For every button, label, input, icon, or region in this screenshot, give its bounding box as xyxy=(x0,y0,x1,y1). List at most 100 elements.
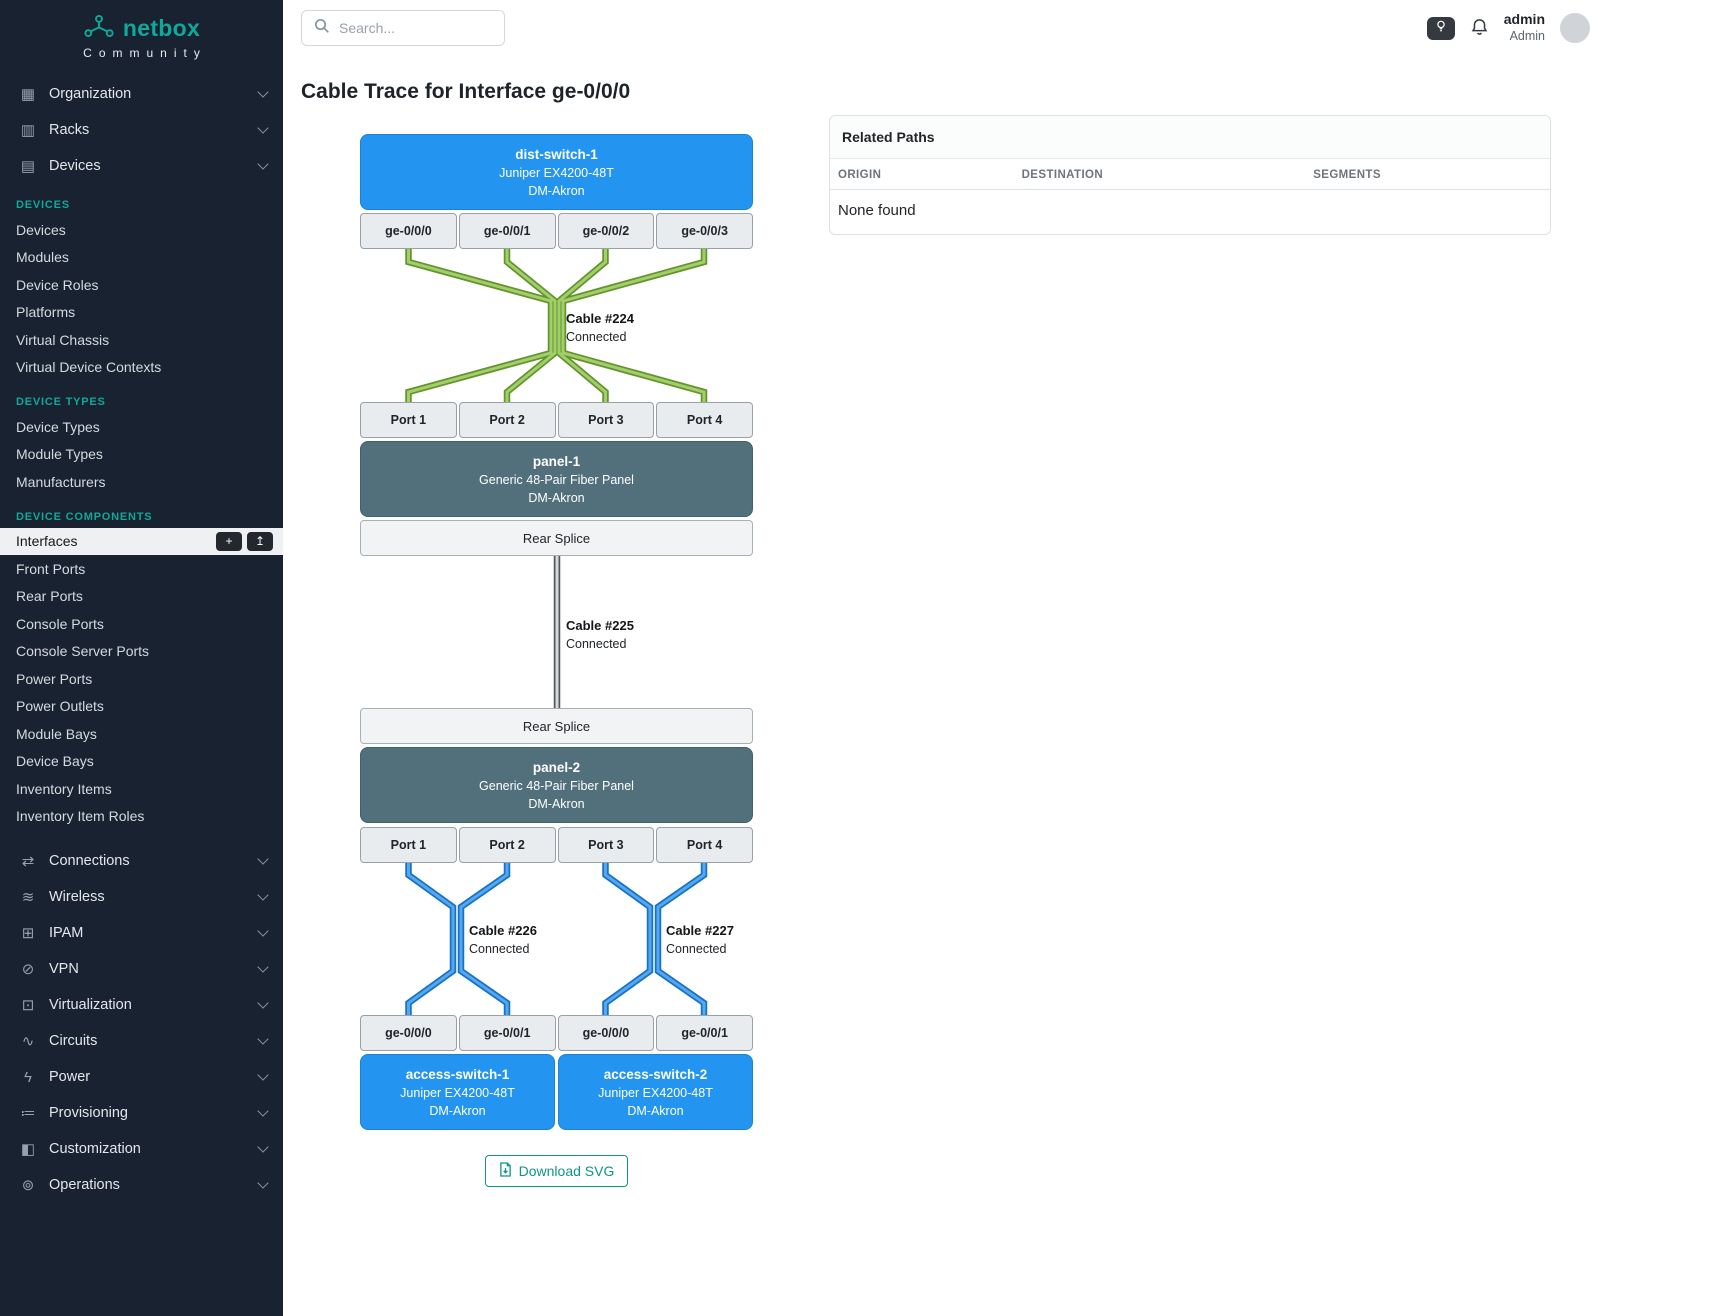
port-2[interactable]: Port 2 xyxy=(458,827,556,863)
cable-226-label[interactable]: Cable #226 Connected xyxy=(469,923,537,956)
sidebar-item-device-types[interactable]: Device Types xyxy=(16,418,100,435)
port-ge-0-0-0[interactable]: ge-0/0/0 xyxy=(557,1015,655,1051)
port-ge-0-0-2[interactable]: ge-0/0/2 xyxy=(557,213,655,249)
device-node-access-switch-2[interactable]: access-switch-2 Juniper EX4200-48T DM-Ak… xyxy=(558,1054,753,1130)
download-svg-button[interactable]: Download SVG xyxy=(484,1155,629,1187)
device-name: access-switch-2 xyxy=(603,1066,708,1082)
theme-toggle-button[interactable] xyxy=(1426,16,1455,40)
notifications-button[interactable] xyxy=(1470,17,1489,40)
sidebar-item-platforms[interactable]: Platforms xyxy=(16,304,76,321)
sidebar-item-device-bays[interactable]: Device Bays xyxy=(16,753,94,770)
port-3[interactable]: Port 3 xyxy=(557,827,655,863)
main-area: admin Admin Cable Trace for Interface ge… xyxy=(283,0,1733,1225)
file-download-icon xyxy=(499,1162,512,1180)
group-label: Circuits xyxy=(49,1033,98,1049)
search-box xyxy=(301,10,505,46)
port-ge-0-0-1[interactable]: ge-0/0/1 xyxy=(458,213,556,249)
port-2[interactable]: Port 2 xyxy=(458,402,556,438)
sidebar-item-modules[interactable]: Modules xyxy=(16,249,69,266)
device-site: DM-Akron xyxy=(429,1103,486,1118)
sidebar-item-device-roles[interactable]: Device Roles xyxy=(16,276,99,293)
search-icon xyxy=(313,17,330,39)
port-ge-0-0-3[interactable]: ge-0/0/3 xyxy=(656,213,753,249)
group-label: Organization xyxy=(49,86,132,102)
chevron-down-icon xyxy=(257,1141,269,1153)
panel-2-rear-splice[interactable]: Rear Splice xyxy=(360,708,753,744)
user-menu[interactable]: admin Admin xyxy=(1504,11,1545,44)
sidebar-item-module-types[interactable]: Module Types xyxy=(16,446,103,463)
port-4[interactable]: Port 4 xyxy=(656,827,753,863)
chevron-down-icon xyxy=(257,122,269,134)
port-ge-0-0-1[interactable]: ge-0/0/1 xyxy=(458,1015,556,1051)
cable-224-label[interactable]: Cable #224 Connected xyxy=(566,311,634,344)
sidebar-group-wireless[interactable]: ≋ Wireless xyxy=(0,879,283,915)
sidebar-group-circuits[interactable]: ∿ Circuits xyxy=(0,1023,283,1059)
chevron-down-icon xyxy=(257,1033,269,1045)
sidebar-item-console-ports[interactable]: Console Ports xyxy=(16,615,104,632)
sidebar-group-virtualization[interactable]: ⊡ Virtualization xyxy=(0,987,283,1023)
sidebar-group-power[interactable]: ϟ Power xyxy=(0,1059,283,1095)
sidebar-item-virtual-device-contexts[interactable]: Virtual Device Contexts xyxy=(16,359,162,376)
cable-trace-diagram: dist-switch-1 Juniper EX4200-48T DM-Akro… xyxy=(301,115,1071,1225)
device-site: DM-Akron xyxy=(528,183,585,198)
sidebar-item-inventory-items[interactable]: Inventory Items xyxy=(16,780,112,797)
sidebar-item-front-ports[interactable]: Front Ports xyxy=(16,560,86,577)
sidebar-item-virtual-chassis[interactable]: Virtual Chassis xyxy=(16,331,110,348)
cable-227-label[interactable]: Cable #227 Connected xyxy=(666,923,734,956)
page-content: Cable Trace for Interface ge-0/0/0 xyxy=(283,56,1733,1225)
sidebar-item-interfaces[interactable]: Interfaces + ↥ xyxy=(0,527,283,555)
sidebar-item-module-bays[interactable]: Module Bays xyxy=(16,725,97,742)
sidebar-group-connections[interactable]: ⇄ Connections xyxy=(0,843,283,879)
port-1[interactable]: Port 1 xyxy=(360,827,457,863)
search-input[interactable] xyxy=(339,20,493,36)
port-3[interactable]: Port 3 xyxy=(557,402,655,438)
panel-1-rear-splice[interactable]: Rear Splice xyxy=(360,520,753,556)
panel-2-front-ports: Port 1 Port 2 Port 3 Port 4 xyxy=(360,827,753,863)
device-model: Generic 48-Pair Fiber Panel xyxy=(479,472,634,487)
sidebar-item-rear-ports[interactable]: Rear Ports xyxy=(16,588,83,605)
sidebar-group-operations[interactable]: ⊚ Operations xyxy=(0,1167,283,1203)
brand[interactable]: netbox Community xyxy=(0,0,283,68)
cable-226-path[interactable] xyxy=(405,863,511,1015)
sidebar-item-console-server-ports[interactable]: Console Server Ports xyxy=(16,643,150,660)
device-model: Juniper EX4200-48T xyxy=(598,1085,713,1100)
device-node-panel-1[interactable]: panel-1 Generic 48-Pair Fiber Panel DM-A… xyxy=(360,441,753,517)
cable-224-path[interactable] xyxy=(405,249,708,402)
sidebar-item-power-ports[interactable]: Power Ports xyxy=(16,670,93,687)
device-node-dist-switch-1[interactable]: dist-switch-1 Juniper EX4200-48T DM-Akro… xyxy=(360,134,753,210)
avatar[interactable] xyxy=(1560,13,1590,43)
sidebar-item-power-outlets[interactable]: Power Outlets xyxy=(16,698,104,715)
port-4[interactable]: Port 4 xyxy=(656,402,753,438)
sidebar-group-provisioning[interactable]: ≔ Provisioning xyxy=(0,1095,283,1131)
port-ge-0-0-0[interactable]: ge-0/0/0 xyxy=(360,1015,457,1051)
device-node-panel-2[interactable]: panel-2 Generic 48-Pair Fiber Panel DM-A… xyxy=(360,747,753,823)
organization-icon: ▦ xyxy=(20,86,36,103)
user-role: Admin xyxy=(1509,28,1545,43)
column-header-destination: DESTINATION xyxy=(1013,159,1306,190)
port-ge-0-0-1[interactable]: ge-0/0/1 xyxy=(656,1015,753,1051)
brand-subtitle: Community xyxy=(83,46,207,60)
port-1[interactable]: Port 1 xyxy=(360,402,457,438)
add-interface-button[interactable]: + xyxy=(216,531,242,551)
group-label: Operations xyxy=(49,1177,120,1193)
sidebar-item-manufacturers[interactable]: Manufacturers xyxy=(16,473,106,490)
page-title: Cable Trace for Interface ge-0/0/0 xyxy=(301,80,631,103)
device-node-access-switch-1[interactable]: access-switch-1 Juniper EX4200-48T DM-Ak… xyxy=(360,1054,555,1130)
sidebar-item-devices[interactable]: Devices xyxy=(16,221,66,238)
sidebar-group-organization[interactable]: ▦ Organization xyxy=(0,76,283,112)
device-name: panel-1 xyxy=(532,453,581,469)
section-title-device-types: DEVICE TYPES xyxy=(16,396,106,408)
device-site: DM-Akron xyxy=(528,490,585,505)
sidebar-group-customization[interactable]: ◧ Customization xyxy=(0,1131,283,1167)
sidebar-group-devices[interactable]: ▤ Devices xyxy=(0,148,283,184)
import-interfaces-button[interactable]: ↥ xyxy=(247,531,273,551)
cable-225-label[interactable]: Cable #225 Connected xyxy=(566,618,634,651)
sidebar-group-vpn[interactable]: ⊘ VPN xyxy=(0,951,283,987)
sidebar-group-racks[interactable]: ▥ Racks xyxy=(0,112,283,148)
sidebar-group-ipam[interactable]: ⊞ IPAM xyxy=(0,915,283,951)
port-ge-0-0-0[interactable]: ge-0/0/0 xyxy=(360,213,457,249)
sidebar-item-inventory-item-roles[interactable]: Inventory Item Roles xyxy=(16,808,145,825)
cable-227-path[interactable] xyxy=(602,863,708,1015)
group-label: Power xyxy=(49,1069,91,1085)
chevron-down-icon xyxy=(257,925,269,937)
